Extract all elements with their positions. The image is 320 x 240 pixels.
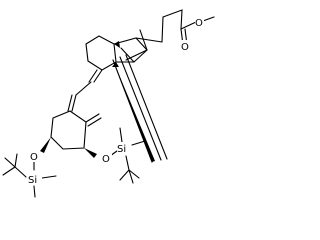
si-methyl-bond bbox=[131, 140, 146, 146]
linker-bond-2 bbox=[71, 94, 77, 112]
long-wedge-bonds bbox=[112, 54, 168, 163]
six-membered-ring bbox=[85, 35, 117, 71]
ester-oxygen-label: O bbox=[195, 18, 203, 29]
left-silyl-ether-oxygen-label: O bbox=[30, 152, 38, 163]
a-ring-bonds bbox=[50, 110, 87, 150]
bridge-bond-b bbox=[120, 47, 135, 63]
exocyclic-double-bond bbox=[88, 69, 98, 83]
si-methyl-bond bbox=[119, 127, 123, 143]
ester-carbonyl-oxygen-label: O bbox=[181, 42, 189, 53]
long-bond-1 bbox=[119, 56, 162, 161]
tert-butyl-bonds bbox=[119, 169, 140, 184]
triene-linker bbox=[67, 69, 103, 112]
left-silicon-label: Si bbox=[28, 175, 37, 186]
tert-butyl-bonds bbox=[2, 153, 18, 176]
linker-bond-1 bbox=[75, 81, 92, 96]
si-methyl-bond bbox=[33, 185, 36, 198]
methylene-double-bond bbox=[87, 117, 102, 127]
structure-canvas: O O O Si O Si bbox=[2, 9, 215, 198]
si-methyl-bond bbox=[41, 175, 57, 179]
side-chain-link bbox=[135, 37, 163, 43]
si-tbu-bond bbox=[125, 155, 130, 171]
methylene-bond bbox=[85, 113, 100, 123]
right-silicon-label: Si bbox=[117, 144, 126, 155]
stereo-wedge-left-o bbox=[40, 137, 51, 153]
alkyl-chain-bonds bbox=[161, 9, 197, 43]
stereo-wedge-right-o bbox=[84, 148, 97, 158]
a-ring bbox=[40, 110, 102, 158]
tbs-group-right bbox=[109, 127, 146, 184]
stereo-wedge bbox=[114, 41, 120, 48]
long-bond-2 bbox=[125, 54, 168, 160]
linker-double-bond bbox=[67, 94, 73, 112]
cd-ring-system bbox=[85, 29, 163, 71]
right-silyl-ether-oxygen-label: O bbox=[102, 154, 110, 165]
exocyclic-bond bbox=[93, 69, 103, 83]
chemical-structure: O O O Si O Si bbox=[2, 9, 215, 198]
si-tbu-bond bbox=[14, 166, 27, 178]
bridge-bond-a bbox=[125, 49, 148, 61]
ester-side-chain bbox=[161, 9, 215, 46]
stereo-wedge bbox=[112, 62, 119, 67]
bridge-bond-c bbox=[139, 29, 148, 51]
long-wedge bbox=[113, 60, 155, 162]
